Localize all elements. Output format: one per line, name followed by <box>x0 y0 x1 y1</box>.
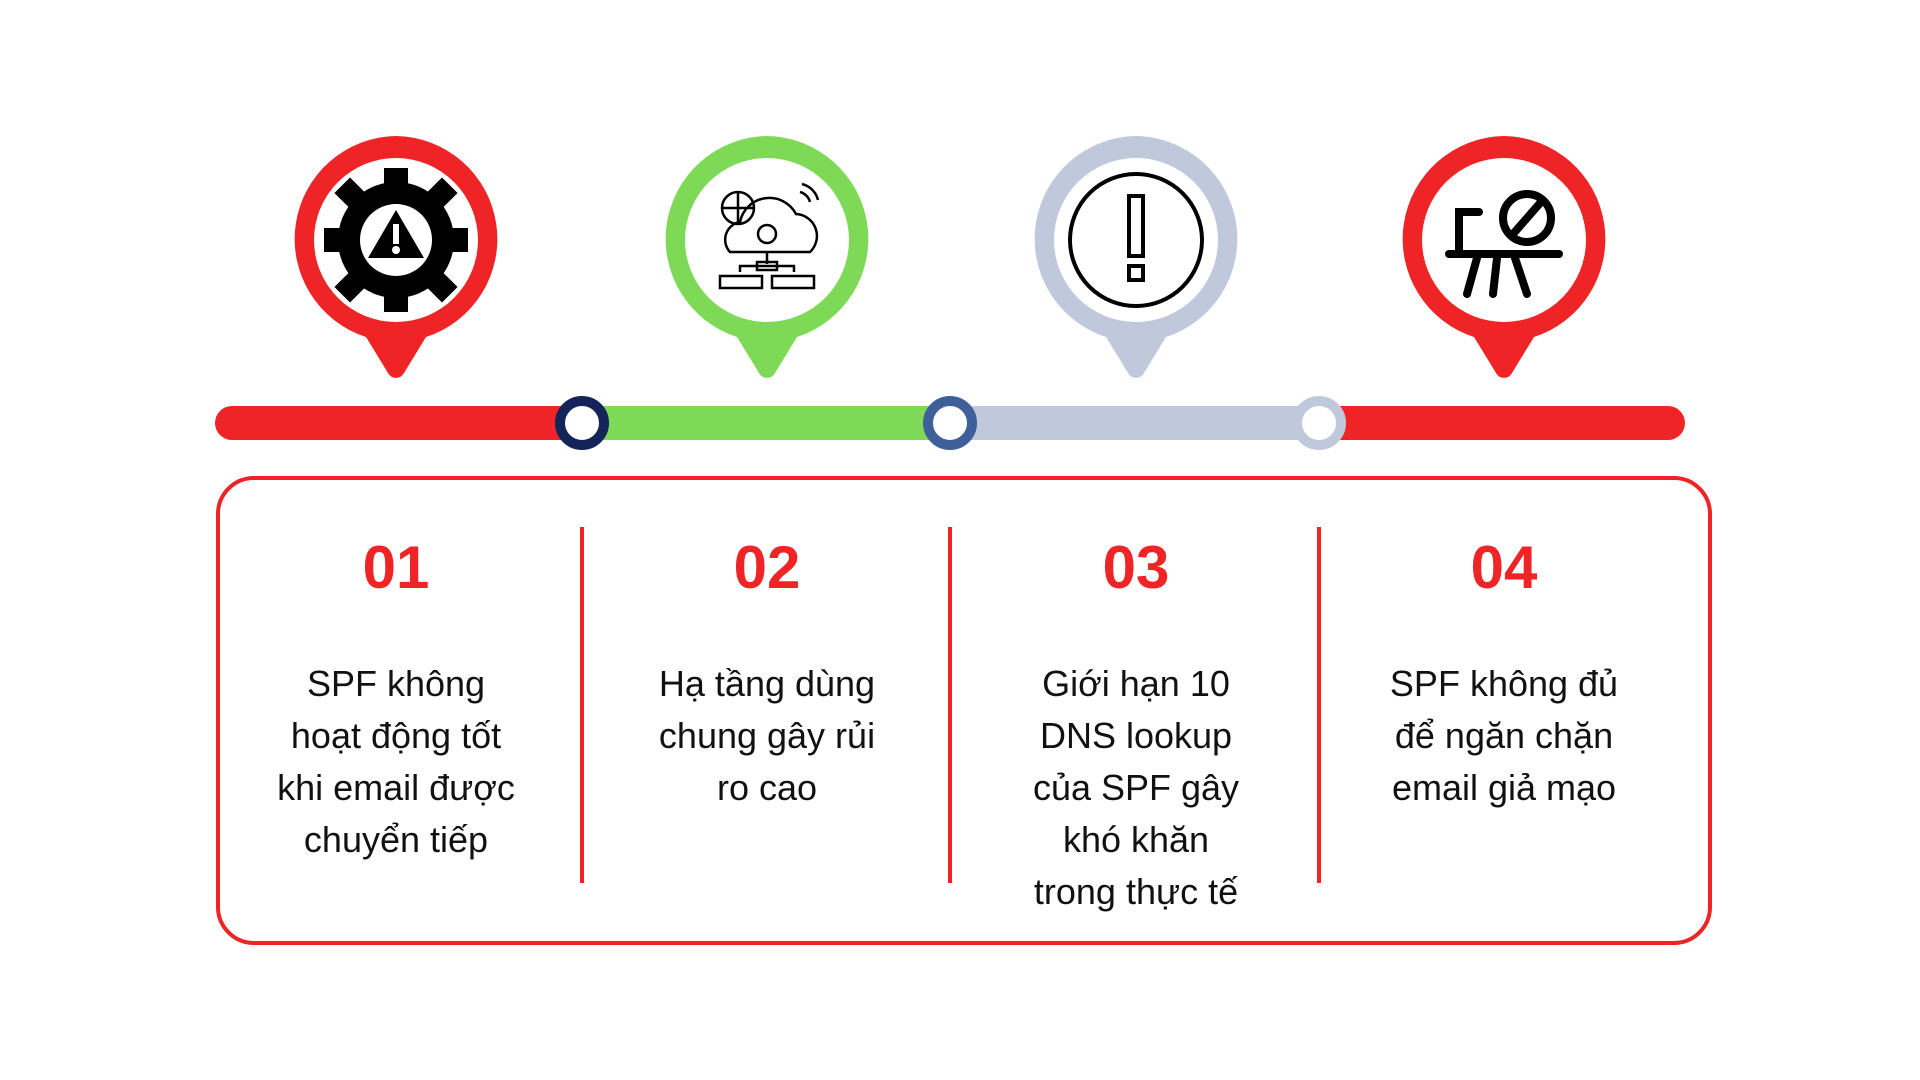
pin-step-1 <box>289 132 503 402</box>
divider <box>580 527 584 883</box>
pin-step-3 <box>1029 132 1243 402</box>
step-text: SPF không hoạt động tốt khi email được c… <box>277 663 515 860</box>
cloud-network-icon <box>718 182 820 290</box>
timeline-segment-3 <box>950 406 1320 440</box>
timeline-node-3 <box>1292 396 1346 450</box>
step-number: 02 <box>733 534 801 601</box>
blocked-presentation-icon <box>1445 190 1563 298</box>
divider <box>1317 527 1321 883</box>
divider <box>948 527 952 883</box>
step-3: 03 Giới hạn 10 DNS lookup của SPF gây kh… <box>986 530 1286 918</box>
step-number: 03 <box>1102 534 1170 601</box>
step-4: 04 SPF không đủ để ngăn chặn email giả m… <box>1354 530 1654 814</box>
step-text: Giới hạn 10 DNS lookup của SPF gây khó k… <box>1032 663 1240 912</box>
timeline-segment-1 <box>215 406 595 440</box>
timeline-node-1 <box>555 396 609 450</box>
steps-box <box>216 476 1712 945</box>
timeline-segment-4 <box>1319 406 1685 440</box>
timeline-segment-2 <box>582 406 952 440</box>
exclamation-icon <box>1068 172 1204 308</box>
step-number: 04 <box>1470 534 1538 601</box>
broken-gear-warning-icon <box>324 168 468 312</box>
step-2: 02 Hạ tầng dùng chung gây rủi ro cao <box>617 530 917 814</box>
pin-step-2 <box>660 132 874 402</box>
step-1: 01 SPF không hoạt động tốt khi email đượ… <box>246 530 546 866</box>
step-number: 01 <box>362 534 430 601</box>
step-text: Hạ tầng dùng chung gây rủi ro cao <box>658 663 876 808</box>
timeline-node-2 <box>923 396 977 450</box>
pin-step-4 <box>1397 132 1611 402</box>
step-text: SPF không đủ để ngăn chặn email giả mạo <box>1389 663 1619 808</box>
